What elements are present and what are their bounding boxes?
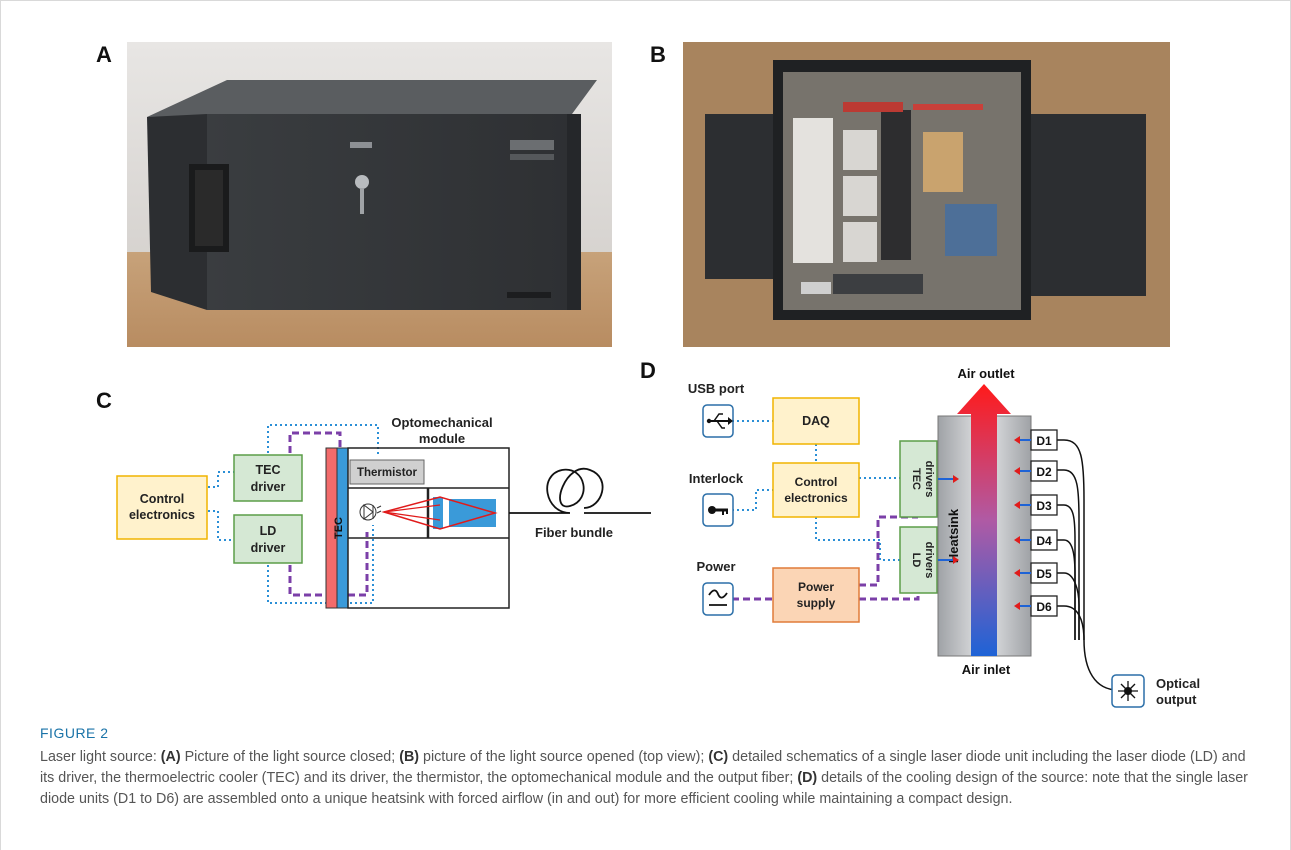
caption-text: picture of the light source opened (top … [419,749,709,765]
fiber-coupler [449,499,496,527]
caption-ref: (D) [797,770,818,786]
fiber-bundle-coil [509,467,651,514]
control-electronics-box [116,475,208,540]
air-outlet-label: Air outlet [957,366,1015,381]
tec-driver-label-1: TEC [256,463,281,477]
airflow-arrow [957,384,1011,656]
caption-text: detailed schematics of a single laser di… [40,749,1246,786]
optomechanical-module-box [347,447,510,609]
panel-label-a: A [96,42,112,67]
panel-c-schematic: Control electronics TEC driver LD driver… [116,415,651,609]
tec-label: TEC [333,517,345,539]
caption-text: Laser light source: [40,749,161,765]
interlock-label: Interlock [689,471,744,486]
opened-box-illustration [683,42,1170,347]
ld-driver-label-2: driver [251,541,286,555]
optical-output-label-2: output [1156,692,1197,707]
laser-diode-icon [359,503,382,521]
diode-heat-arrows [1014,436,1031,610]
diode-boxes [1030,429,1058,617]
signal-line-control-ld [815,517,900,561]
control-electronics-label-2: electronics [129,508,195,522]
ld-drivers-box [899,526,938,594]
control-electronics-box-d [772,462,860,518]
caption-text: Picture of the light source closed; [180,749,400,765]
diode-label: D5 [1036,567,1052,581]
ac-power-icon [708,589,728,606]
tec-drivers-label-1: TEC [910,468,922,490]
ld-drivers-label-2: drivers [923,542,935,579]
thermistor-box [349,459,425,485]
control-electronics-label-1: Control [140,492,184,506]
usb-icon [706,413,733,429]
power-supply-box [772,567,860,623]
panel-label-b: B [650,42,666,67]
ld-driver-box [233,514,303,564]
schematic-diagrams: Control electronics TEC driver LD driver… [116,366,1200,708]
power-supply-label-2: supply [797,596,836,610]
driver-heat-arrows [938,475,959,564]
tec-drivers-box [899,440,938,518]
signal-line-ld-diode [267,525,374,604]
closed-box-illustration [127,42,612,347]
diode-label: D2 [1036,465,1052,479]
signal-line-control-tec [208,471,234,488]
diode-label: D4 [1036,534,1052,548]
laser-beam [381,496,498,530]
power-line-tec [288,431,342,453]
signal-line-interlock [732,489,773,511]
laser-starburst-icon [1118,681,1138,701]
diode-label: D3 [1036,499,1052,513]
diode-label: D1 [1036,434,1052,448]
usb-port-label: USB port [688,381,745,396]
optomechanical-label-2: module [419,431,465,446]
heatsink-label: Heatsink [946,508,961,563]
control-electronics-d-label-2: electronics [784,491,848,505]
caption-text: details of the cooling design of the sou… [40,770,1248,807]
tec-drivers-label-2: drivers [923,461,935,498]
air-inlet-label: Air inlet [962,662,1011,677]
power-box [702,582,734,616]
optomechanical-label-1: Optomechanical [391,415,492,430]
optical-output-label-1: Optical [1156,676,1200,691]
figure-label: FIGURE 2 [40,725,109,741]
ld-drivers-label-1: LD [910,553,922,568]
caption-ref: (B) [399,749,420,765]
diode-label: D6 [1036,600,1052,614]
ld-driver-label-1: LD [260,524,277,538]
caption-ref: (C) [708,749,729,765]
laser-beam-inner-1 [383,504,441,513]
figure-caption-text: Laser light source: (A) Picture of the l… [40,747,1250,810]
fiber-bundle-label: Fiber bundle [535,525,613,540]
daq-label: DAQ [802,414,830,428]
thermistor-label: Thermistor [357,467,418,479]
photo-light-source-closed [127,42,612,347]
power-line-ld [859,593,920,601]
panel-label-d: D [640,358,656,383]
laser-beam-inner-2 [383,511,441,521]
panel-d-schematic: USB port Interlock Power DAQ Control ele… [688,366,1200,708]
power-supply-label-1: Power [798,580,834,594]
daq-box [772,397,860,445]
photo-light-source-opened [683,42,1170,347]
fiber-lines [1057,439,1119,691]
signal-line-control-ld [208,510,234,541]
power-label: Power [696,559,735,574]
signal-line-tec-thermistor [267,424,379,455]
figure-caption: FIGURE 2 Laser light source: (A) Picture… [40,725,1250,810]
caption-ref: (A) [160,749,181,765]
tec-driver-label-2: driver [251,480,286,494]
lens-holder [433,497,443,529]
panel-label-c: C [96,388,112,413]
control-electronics-d-label-1: Control [795,475,838,489]
key-icon [708,506,728,515]
tec-driver-box [233,454,303,502]
